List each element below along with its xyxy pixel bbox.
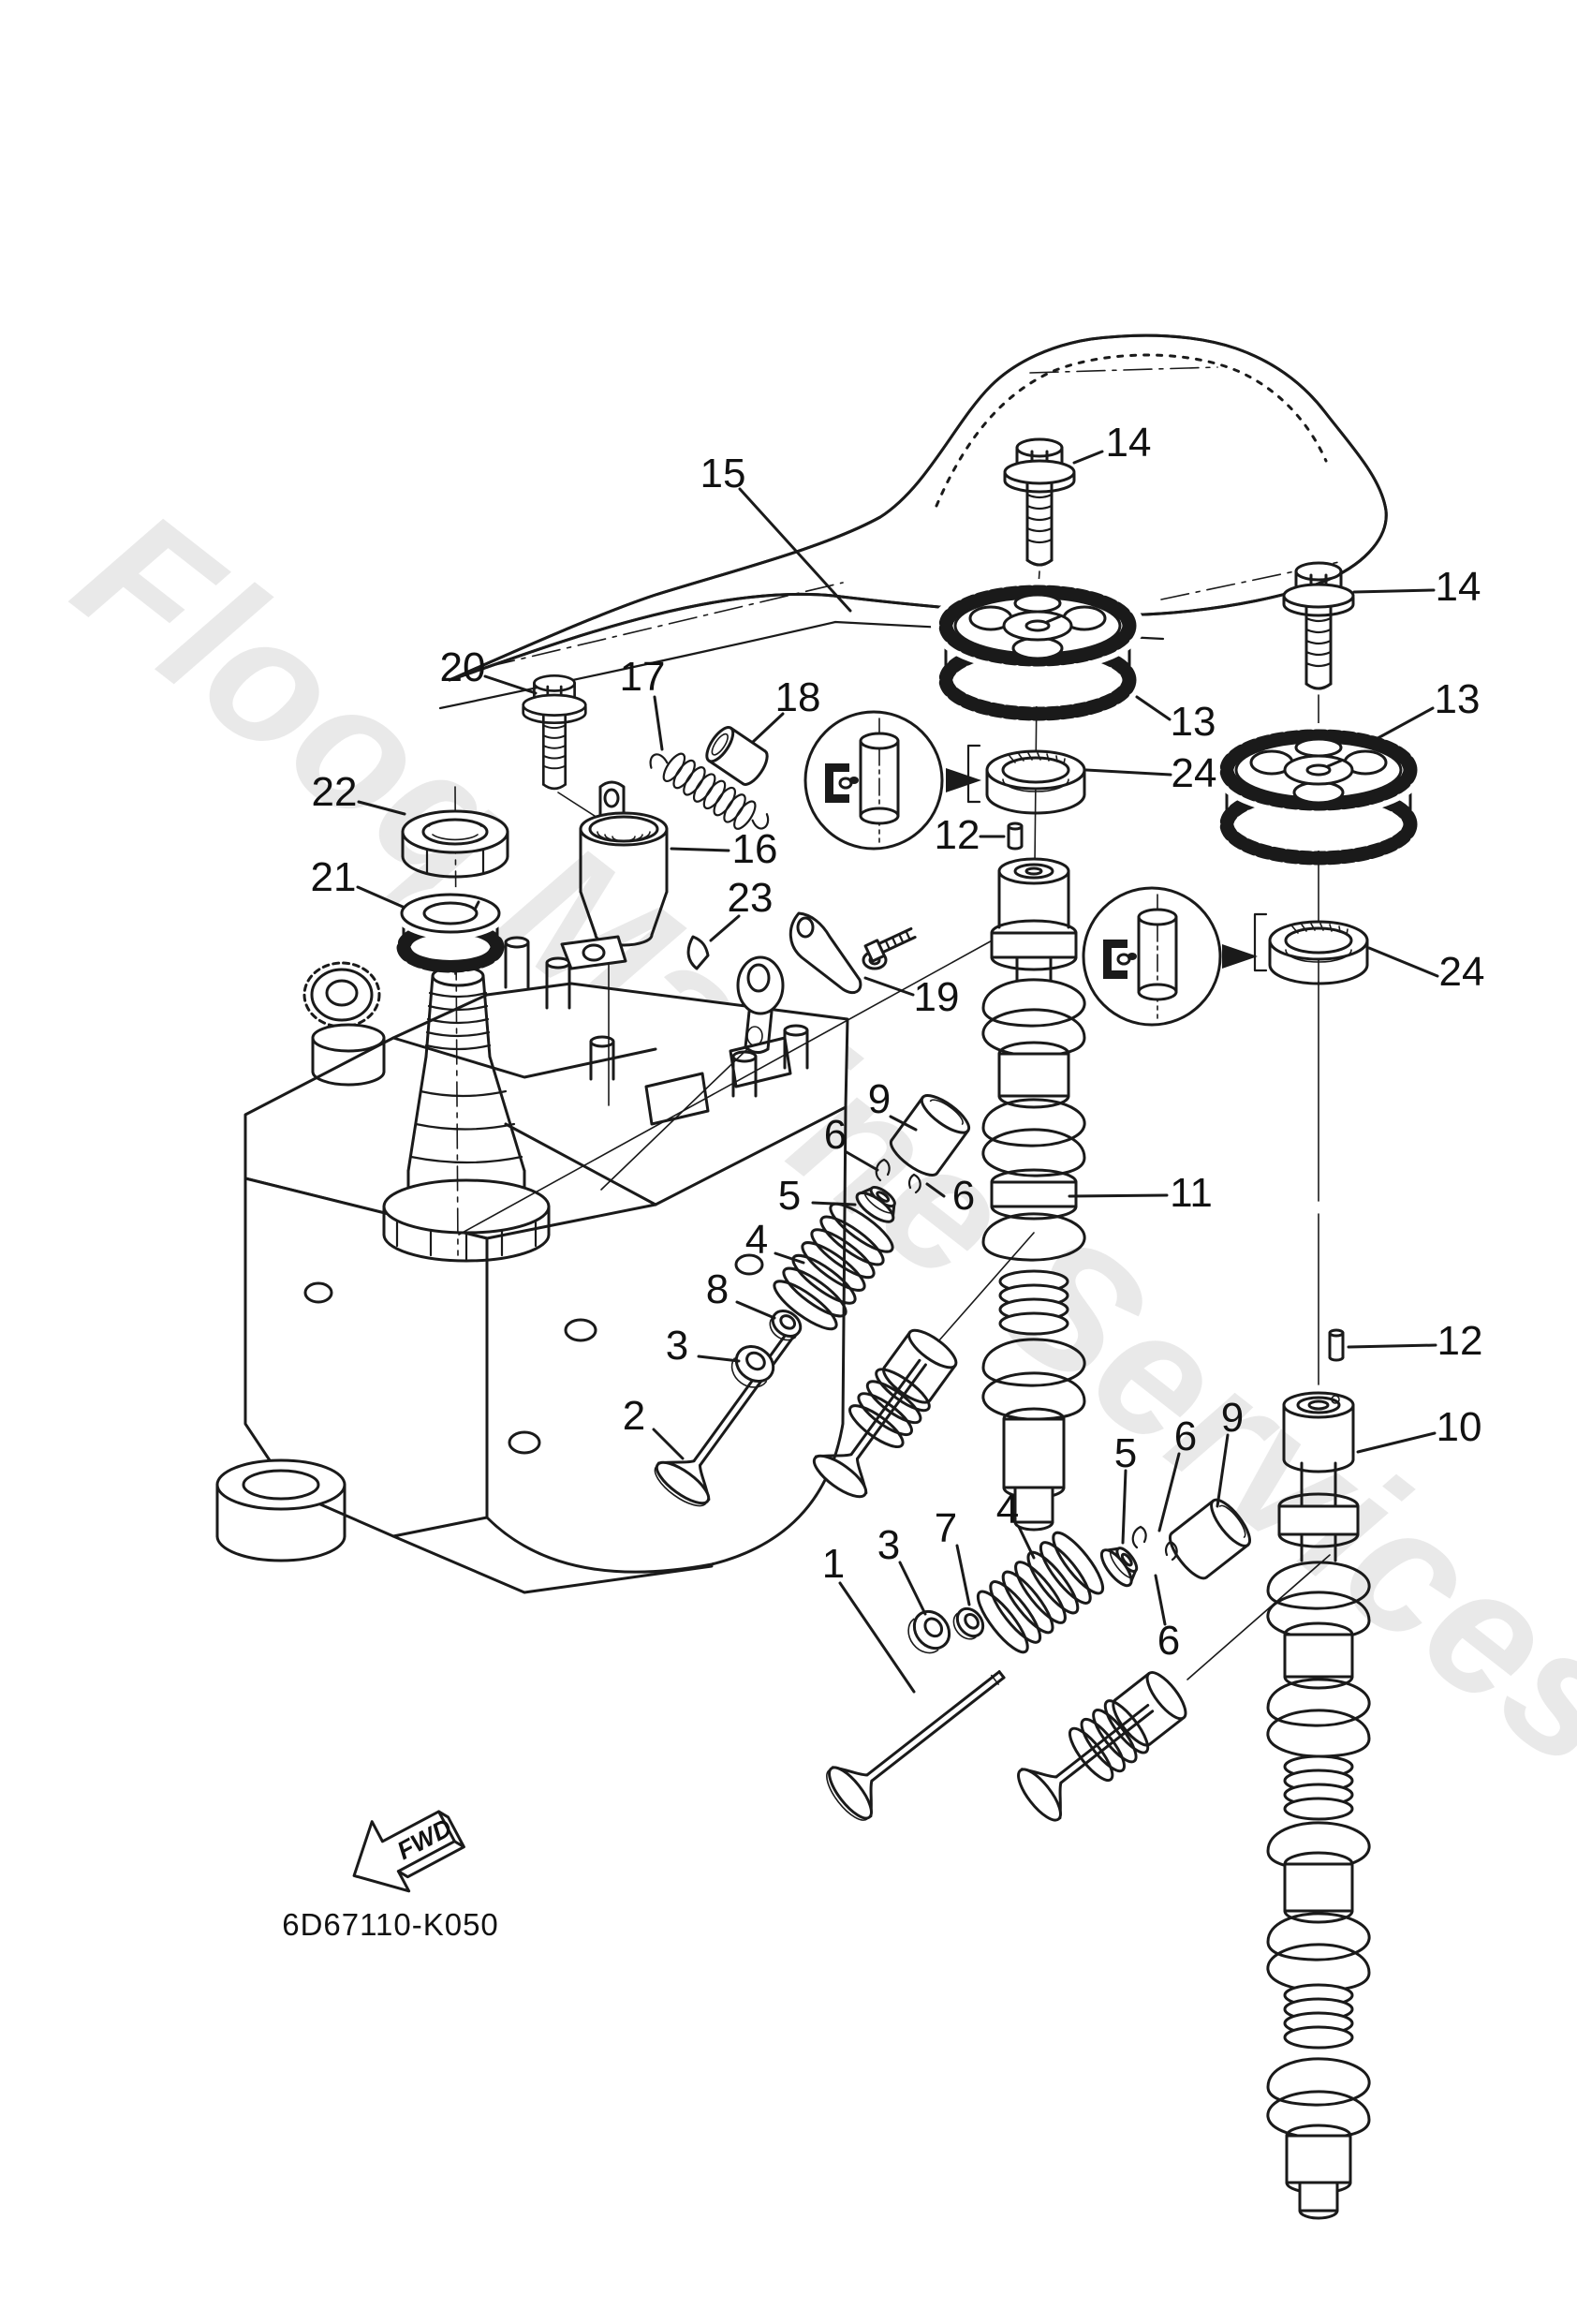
gear-13-left bbox=[931, 579, 1144, 714]
valve-assembled-mid bbox=[812, 1232, 1035, 1499]
callout-4-lower: 4 bbox=[996, 1487, 1019, 1532]
callout-6-upper-b: 6 bbox=[952, 1173, 975, 1219]
callout-8: 8 bbox=[706, 1266, 729, 1312]
callout-6-lower-a: 6 bbox=[1174, 1414, 1197, 1459]
callout-17: 17 bbox=[620, 654, 666, 700]
valve-assembled-bottom bbox=[1017, 1554, 1331, 1822]
tensioner-16 bbox=[560, 780, 669, 1106]
woodruff-key-23 bbox=[686, 935, 710, 970]
callout-7: 7 bbox=[935, 1505, 957, 1551]
callout-3-upper: 3 bbox=[666, 1323, 688, 1369]
callout-9-upper: 9 bbox=[868, 1076, 891, 1122]
engine-block bbox=[215, 786, 996, 1594]
callout-18: 18 bbox=[775, 674, 821, 720]
seal-24-right bbox=[1253, 912, 1369, 985]
callout-14-top: 14 bbox=[1106, 420, 1152, 466]
part-code: 6D67110-K050 bbox=[282, 1907, 499, 1942]
callout-2: 2 bbox=[623, 1393, 645, 1439]
seal-orientation-detail-right bbox=[1082, 886, 1258, 1027]
seal-orientation-detail-left bbox=[803, 710, 981, 851]
callout-1: 1 bbox=[822, 1541, 845, 1587]
callout-11: 11 bbox=[1170, 1170, 1213, 1216]
callout-10: 10 bbox=[1437, 1404, 1482, 1450]
callout-13-right: 13 bbox=[1435, 676, 1481, 722]
collar-18 bbox=[705, 726, 769, 786]
callout-4-upper: 4 bbox=[745, 1217, 768, 1263]
callout-6-upper-a: 6 bbox=[824, 1112, 847, 1158]
callout-19: 19 bbox=[914, 974, 960, 1020]
callout-9-lower: 9 bbox=[1221, 1395, 1244, 1441]
pin-12-left bbox=[1007, 822, 1024, 851]
oil-pump-gear bbox=[302, 961, 386, 1087]
callout-12-right: 12 bbox=[1437, 1318, 1483, 1364]
timing-belt bbox=[438, 333, 1388, 710]
callout-16: 16 bbox=[732, 826, 778, 872]
callout-24-right: 24 bbox=[1439, 949, 1485, 995]
callout-13-left: 13 bbox=[1171, 699, 1216, 745]
camshaft-11 bbox=[981, 857, 1086, 1532]
valve-seal-3-lower bbox=[899, 1603, 958, 1662]
valve-1 bbox=[818, 1649, 1023, 1828]
bolt-14-right bbox=[1282, 561, 1355, 690]
fwd-arrow-icon: FWD bbox=[352, 1810, 465, 1893]
ring-nut-22 bbox=[401, 809, 509, 879]
callout-15: 15 bbox=[700, 451, 746, 496]
callout-24-left: 24 bbox=[1172, 750, 1217, 796]
valve-seal-3-upper bbox=[723, 1338, 782, 1397]
valve-spring-4-lower bbox=[969, 1525, 1112, 1660]
callout-23: 23 bbox=[728, 875, 774, 921]
callout-22: 22 bbox=[312, 769, 358, 815]
callout-20: 20 bbox=[440, 644, 486, 690]
seal-24-left bbox=[966, 744, 1086, 815]
callouts: 15 14 20 17 18 22 16 21 23 19 13 24 12 1… bbox=[311, 420, 1485, 1694]
sprocket-21 bbox=[394, 887, 507, 973]
callout-21: 21 bbox=[311, 854, 357, 900]
callout-5-upper: 5 bbox=[778, 1173, 801, 1219]
pin-12-right bbox=[1328, 1328, 1345, 1362]
callout-3-lower: 3 bbox=[877, 1522, 900, 1568]
callout-5-lower: 5 bbox=[1114, 1430, 1137, 1476]
callout-14-right: 14 bbox=[1436, 564, 1481, 610]
callout-12-left: 12 bbox=[935, 812, 980, 858]
lever-19 bbox=[600, 911, 917, 1191]
bolt-14-left bbox=[1003, 437, 1076, 600]
camshaft-10 bbox=[1266, 1391, 1371, 2220]
gear-13-right bbox=[1212, 723, 1425, 858]
spring-seat-8 bbox=[763, 1304, 807, 1347]
tensioner-spring-17 bbox=[649, 752, 770, 830]
callout-6-lower-b: 6 bbox=[1157, 1618, 1180, 1664]
